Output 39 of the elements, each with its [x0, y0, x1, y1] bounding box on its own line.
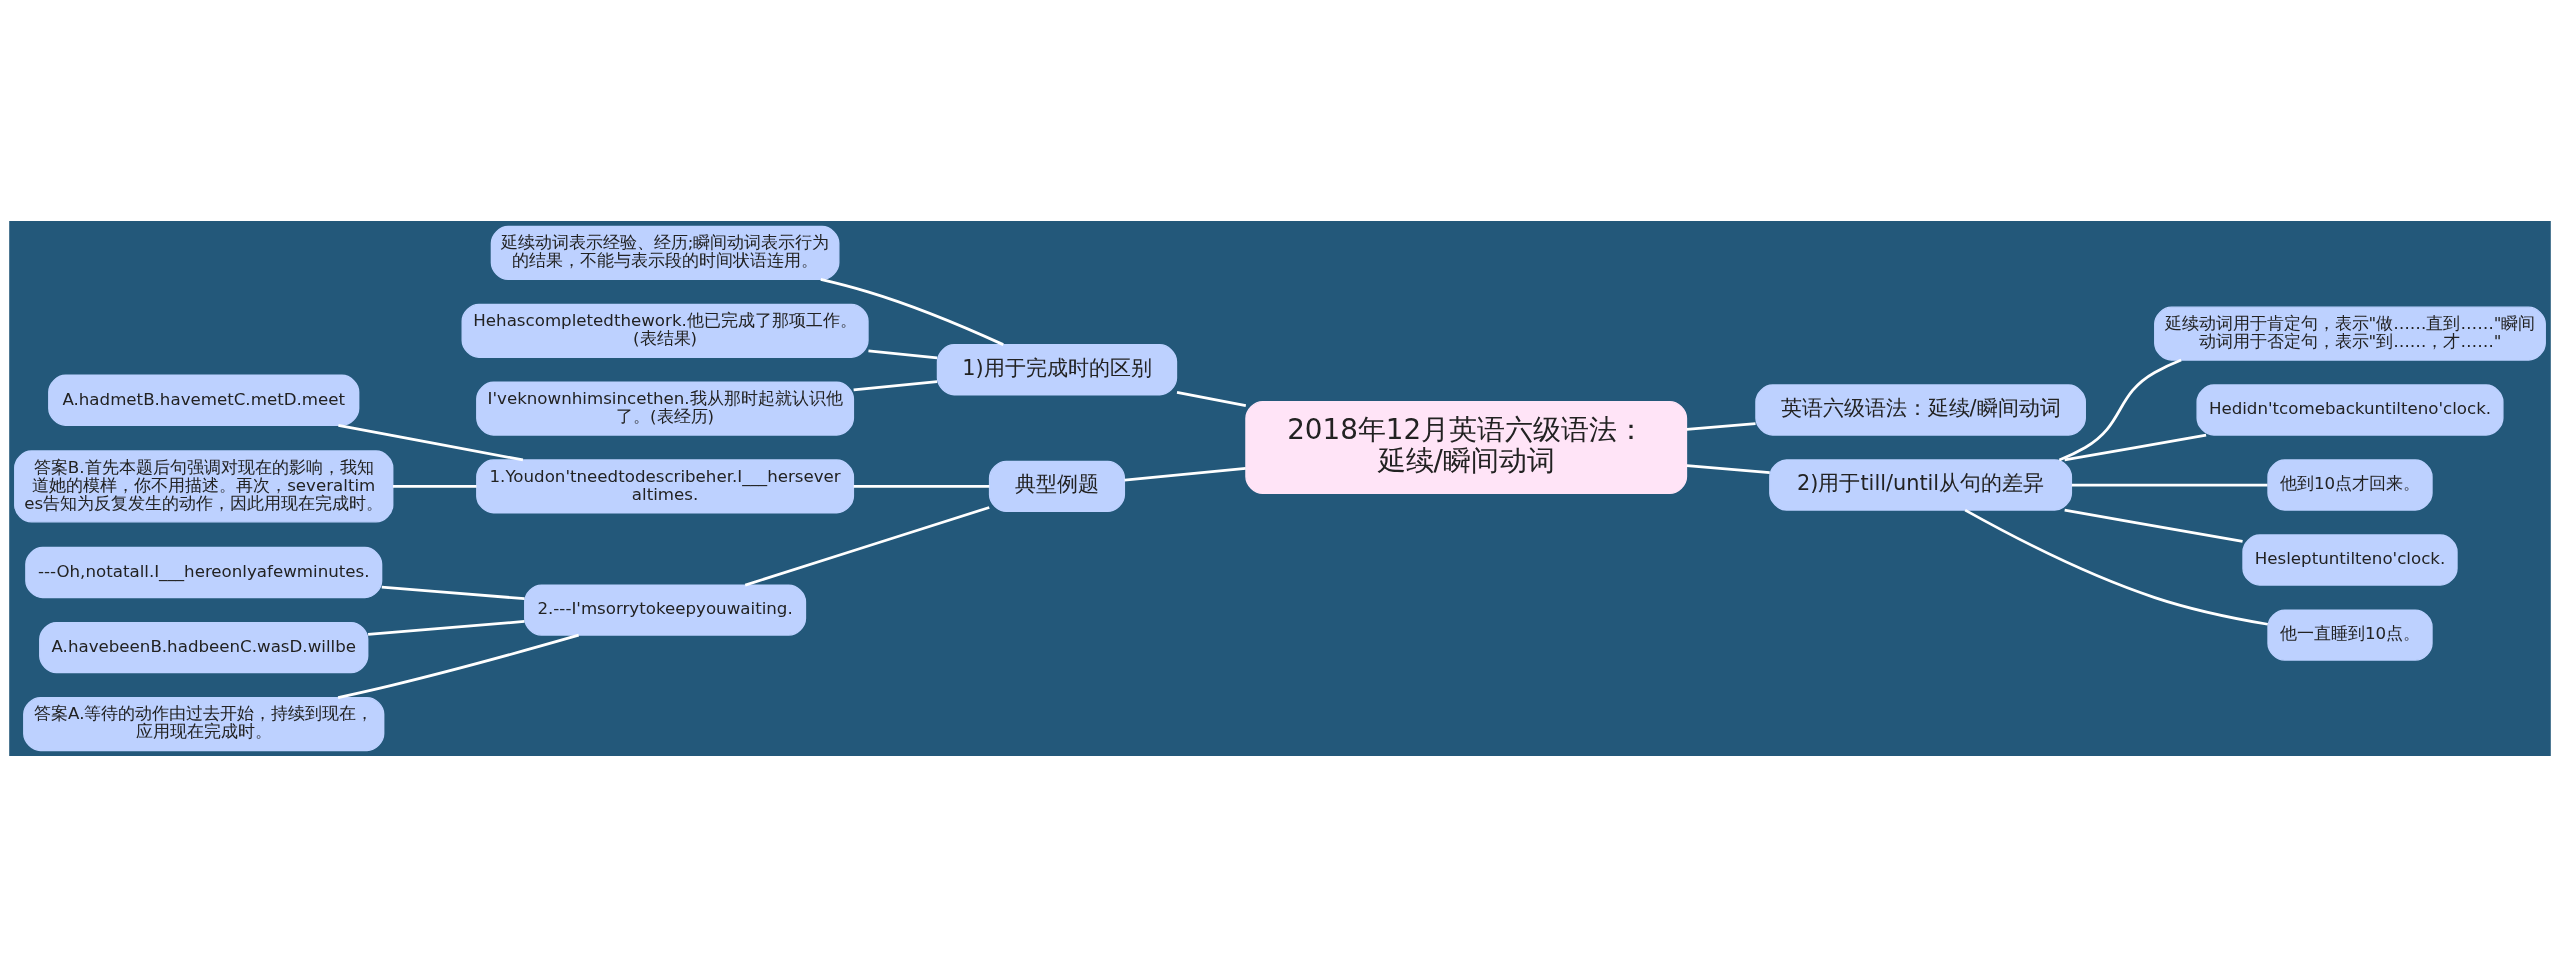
node-box: A.havebeenB.hadbeenC.wasD.willbe: [39, 621, 369, 674]
node-box: A.hadmetB.havemetC.metD.meet: [48, 374, 360, 426]
node-box: 他一直睡到10点。: [2267, 609, 2433, 661]
node-box: 2.---I'msorrytokeepyouwaiting.: [524, 584, 807, 636]
connector: [337, 633, 580, 699]
connector: [2064, 433, 2207, 462]
connector: [820, 278, 1004, 346]
connector: [853, 485, 990, 488]
connector: [1686, 422, 1756, 431]
node-box: Hedidn'tcomebackuntilteno'clock.: [2196, 384, 2504, 436]
node-box: 英语六级语法：延续/瞬间动词: [1755, 384, 2086, 436]
node-box: I'veknownhimsincethen.我从那时起就认识他了。(表经历): [476, 381, 855, 436]
node-box: 延续动词用于肯定句，表示"做……直到……"瞬间动词用于否定句，表示"到……，才……": [2154, 306, 2546, 361]
connector: [744, 506, 990, 587]
connector: [368, 620, 525, 636]
node-box: 1.Youdon'tneedtodescribeher.I___herseveraltimes.: [476, 459, 855, 514]
connector: [2058, 358, 2182, 462]
connector: [2064, 508, 2243, 543]
node-box: 他到10点才回来。: [2267, 459, 2433, 511]
connector: [381, 585, 525, 601]
connector: [853, 380, 938, 392]
node-box: 2018年12月英语六级语法：延续/瞬间动词: [1245, 400, 1688, 495]
node-box: 典型例题: [988, 460, 1126, 513]
connector: [1686, 464, 1770, 474]
node-box: 2)用于till/until从句的差异: [1769, 459, 2073, 511]
connector: [1964, 508, 2268, 626]
node-box: Hesleptuntilteno'clock.: [2242, 534, 2458, 586]
node-box: 延续动词表示经验、经历;瞬间动词表示行为的结果，不能与表示段的时间状语连用。: [490, 225, 840, 281]
node-box: Hehascompletedthework.他已完成了那项工作。(表结果): [461, 303, 869, 358]
node-box: 答案A.等待的动作由过去开始，持续到现在，应用现在完成时。: [23, 696, 385, 752]
connector: [1176, 391, 1247, 407]
node-box: 答案B.首先本题后句强调对现在的影响，我知道她的模样，你不用描述。再次，severaltimes告知为反复发生的动作，因此用现在完成时。: [14, 450, 394, 523]
connector: [393, 485, 477, 488]
connector: [1124, 467, 1246, 482]
connector: [2071, 483, 2268, 487]
connector: [338, 423, 524, 462]
node-box: ---Oh,notatall.I___hereonlyafewminutes.: [25, 546, 383, 599]
node-box: 1)用于完成时的区别: [936, 344, 1178, 396]
connector: [868, 349, 938, 360]
